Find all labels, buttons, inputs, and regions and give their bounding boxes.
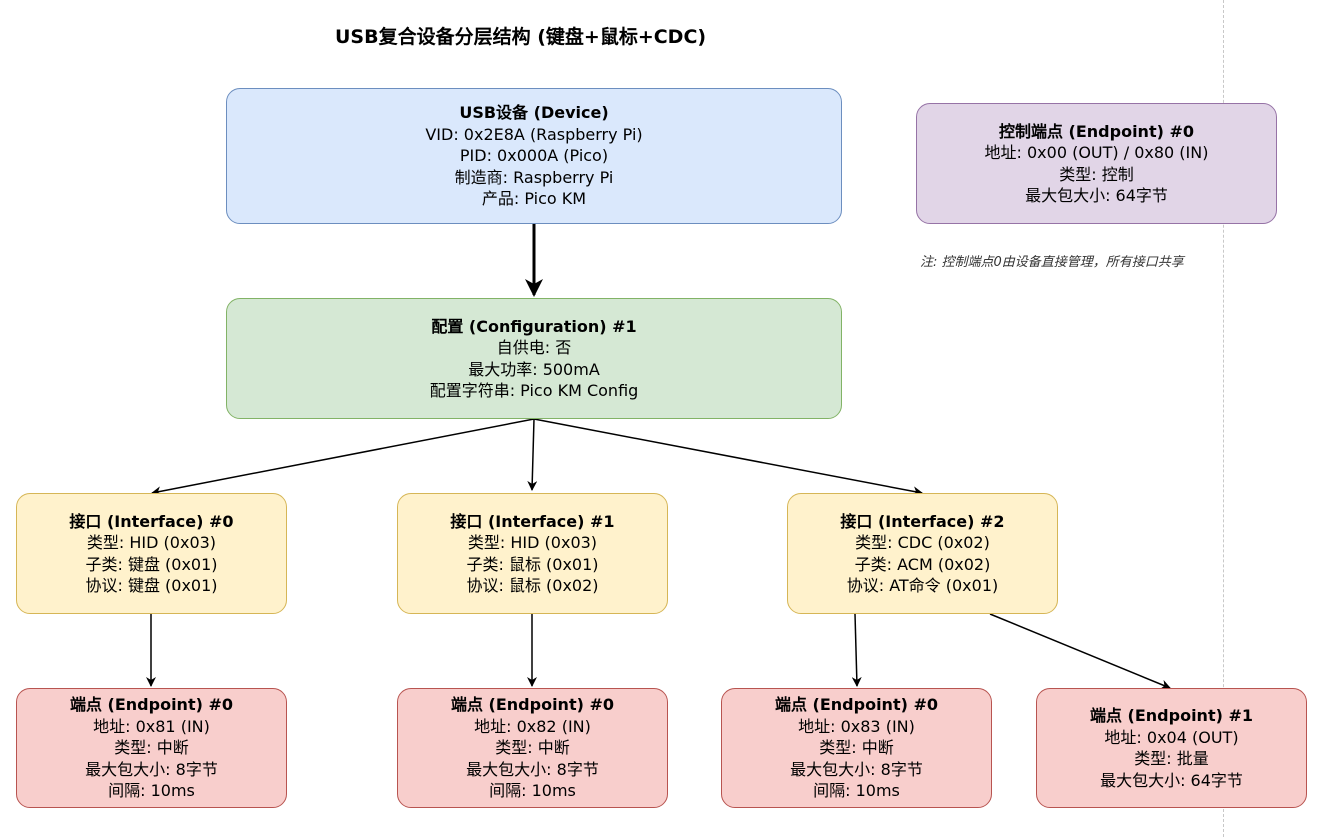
device-heading: USB设备 (Device) — [459, 103, 609, 123]
edge-config-interface-1 — [527, 418, 538, 491]
device-product: 产品: Pico KM — [481, 189, 587, 209]
endpoint-1-type: 类型: 中断 — [495, 738, 570, 758]
endpoint-3-node: 端点 (Endpoint) #1 地址: 0x04 (OUT) 类型: 批量 最… — [1036, 688, 1307, 808]
interface-0-class: 类型: HID (0x03) — [86, 533, 217, 552]
endpoint-1-node: 端点 (Endpoint) #0 地址: 0x82 (IN) 类型: 中断 最大… — [397, 688, 668, 808]
dashed-divider — [1223, 0, 1224, 837]
endpoint-0-node: 端点 (Endpoint) #0 地址: 0x81 (IN) 类型: 中断 最大… — [16, 688, 287, 808]
endpoint-0-type: 类型: 中断 — [114, 738, 189, 758]
endpoint-2-address: 地址: 0x83 (IN) — [798, 716, 915, 736]
endpoint-1-max-packet: 最大包大小: 8字节 — [466, 759, 599, 779]
interface-1-class: 类型: HID (0x03) — [467, 533, 598, 552]
endpoint-0-address: 地址: 0x81 (IN) — [93, 716, 210, 736]
configuration-string: 配置字符串: Pico KM Config — [429, 381, 639, 400]
configuration-max-power: 最大功率: 500mA — [468, 359, 600, 379]
interface-2-class: 类型: CDC (0x02) — [855, 533, 990, 552]
configuration-node: 配置 (Configuration) #1 自供电: 否 最大功率: 500mA… — [226, 298, 842, 419]
control-endpoint-type: 类型: 控制 — [1059, 164, 1134, 184]
interface-2-subclass: 子类: ACM (0x02) — [854, 554, 991, 574]
endpoint-3-heading: 端点 (Endpoint) #1 — [1089, 706, 1254, 725]
interface-2-protocol: 协议: AT命令 (0x01) — [846, 576, 999, 595]
device-node: USB设备 (Device) VID: 0x2E8A (Raspberry Pi… — [226, 88, 842, 224]
interface-0-heading: 接口 (Interface) #0 — [69, 511, 234, 531]
endpoint-3-type: 类型: 批量 — [1134, 749, 1209, 768]
endpoint-1-heading: 端点 (Endpoint) #0 — [450, 695, 615, 715]
interface-1-subclass: 子类: 鼠标 (0x01) — [466, 554, 599, 574]
interface-2-node: 接口 (Interface) #2 类型: CDC (0x02) 子类: ACM… — [787, 493, 1058, 614]
device-manufacturer: 制造商: Raspberry Pi — [454, 167, 614, 187]
edge-interface-2-endpoint-0 — [851, 613, 862, 687]
interface-1-protocol: 协议: 鼠标 (0x02) — [466, 576, 599, 595]
interface-0-node: 接口 (Interface) #0 类型: HID (0x03) 子类: 键盘 … — [16, 493, 287, 614]
interface-1-heading: 接口 (Interface) #1 — [450, 511, 615, 531]
endpoint-2-type: 类型: 中断 — [819, 738, 894, 758]
endpoint-2-max-packet: 最大包大小: 8字节 — [790, 759, 923, 779]
interface-0-subclass: 子类: 键盘 (0x01) — [85, 554, 218, 574]
control-endpoint-note: 注: 控制端点0由设备直接管理，所有接口共享 — [920, 255, 1184, 270]
configuration-self-powered: 自供电: 否 — [496, 338, 572, 357]
edge-config-interface-0 — [151, 418, 535, 497]
interface-2-heading: 接口 (Interface) #2 — [840, 511, 1005, 531]
configuration-heading: 配置 (Configuration) #1 — [431, 316, 637, 336]
edge-config-interface-2 — [533, 418, 923, 497]
control-endpoint-address: 地址: 0x00 (OUT) / 0x80 (IN) — [984, 143, 1209, 162]
endpoint-3-address: 地址: 0x04 (OUT) — [1104, 727, 1239, 747]
endpoint-1-interval: 间隔: 10ms — [489, 781, 576, 801]
endpoint-0-heading: 端点 (Endpoint) #0 — [69, 695, 234, 715]
endpoint-0-max-packet: 最大包大小: 8字节 — [85, 759, 218, 779]
control-endpoint-node: 控制端点 (Endpoint) #0 地址: 0x00 (OUT) / 0x80… — [916, 103, 1277, 224]
endpoint-1-address: 地址: 0x82 (IN) — [474, 716, 591, 736]
device-pid: PID: 0x000A (Pico) — [459, 146, 609, 166]
diagram-title: USB复合设备分层结构 (键盘+鼠标+CDC) — [335, 26, 707, 48]
control-endpoint-max-packet: 最大包大小: 64字节 — [1025, 186, 1168, 205]
endpoint-0-interval: 间隔: 10ms — [108, 781, 195, 801]
edge-interface-2-endpoint-1 — [989, 613, 1171, 690]
interface-0-protocol: 协议: 键盘 (0x01) — [85, 576, 218, 595]
interface-1-node: 接口 (Interface) #1 类型: HID (0x03) 子类: 鼠标 … — [397, 493, 668, 614]
endpoint-2-interval: 间隔: 10ms — [813, 781, 900, 801]
endpoint-2-heading: 端点 (Endpoint) #0 — [774, 695, 939, 715]
control-endpoint-heading: 控制端点 (Endpoint) #0 — [998, 121, 1195, 141]
endpoint-2-node: 端点 (Endpoint) #0 地址: 0x83 (IN) 类型: 中断 最大… — [721, 688, 992, 808]
endpoint-3-max-packet: 最大包大小: 64字节 — [1100, 770, 1243, 790]
device-vid: VID: 0x2E8A (Raspberry Pi) — [425, 124, 643, 144]
